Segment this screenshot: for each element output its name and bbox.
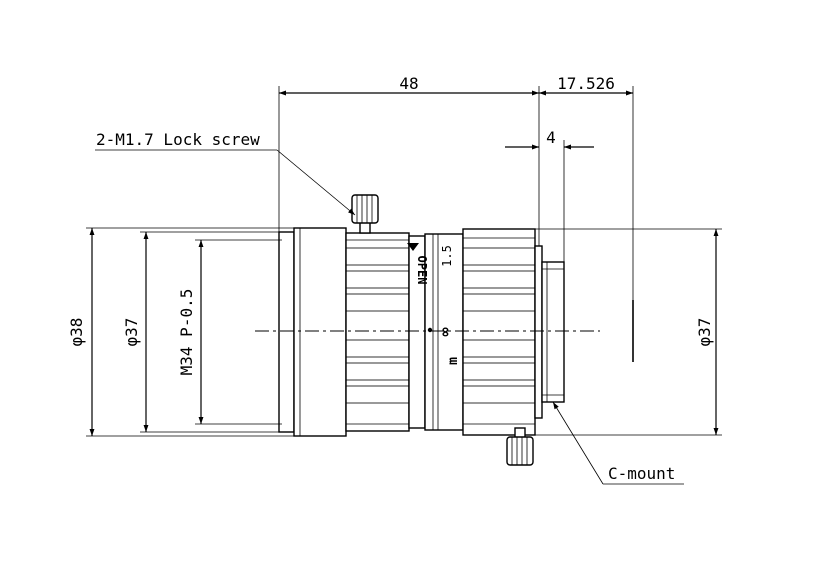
focus-index-ring	[424, 233, 464, 431]
lock-screw-bottom	[506, 427, 534, 466]
front-hood-rim	[278, 231, 295, 433]
focus-scale-15: 1.5	[440, 245, 454, 267]
rear-flange	[534, 245, 543, 419]
dimension-flange-distance	[539, 86, 634, 300]
dimension-mount-depth	[505, 140, 594, 262]
lock-screw-top	[351, 194, 379, 234]
lock-screw-callout: 2-M1.7 Lock screw	[96, 130, 260, 149]
front-hood-barrel	[293, 227, 347, 437]
meter-mark: m	[446, 357, 461, 365]
dimension-diameter-37-rear	[535, 228, 722, 436]
infinity-mark: ∞	[436, 327, 454, 336]
lock-screw-leader	[95, 149, 356, 216]
dim-phi37-rear-label: φ37	[695, 318, 714, 347]
dim-17526-label: 17.526	[557, 74, 615, 93]
index-dot	[427, 327, 433, 333]
c-mount-leader	[552, 401, 684, 485]
focus-ring	[462, 228, 536, 436]
dim-phi38-label: φ38	[67, 318, 86, 347]
open-marking: OPEN	[415, 256, 429, 285]
c-mount-thread	[541, 261, 565, 403]
dimension-diameter-38	[86, 227, 294, 437]
dim-48-label: 48	[399, 74, 418, 93]
dimension-diameter-37-front	[140, 231, 279, 433]
open-arrow-icon	[407, 243, 419, 251]
dimension-overall-length	[278, 86, 540, 246]
dimension-filter-thread	[195, 239, 282, 425]
dim-m34-label: M34 P-0.5	[177, 289, 196, 376]
c-mount-callout: C-mount	[608, 464, 675, 483]
iris-ring	[345, 232, 410, 432]
dim-4-label: 4	[546, 128, 556, 147]
lens-body	[278, 194, 565, 466]
dim-phi37-front-label: φ37	[122, 318, 141, 347]
